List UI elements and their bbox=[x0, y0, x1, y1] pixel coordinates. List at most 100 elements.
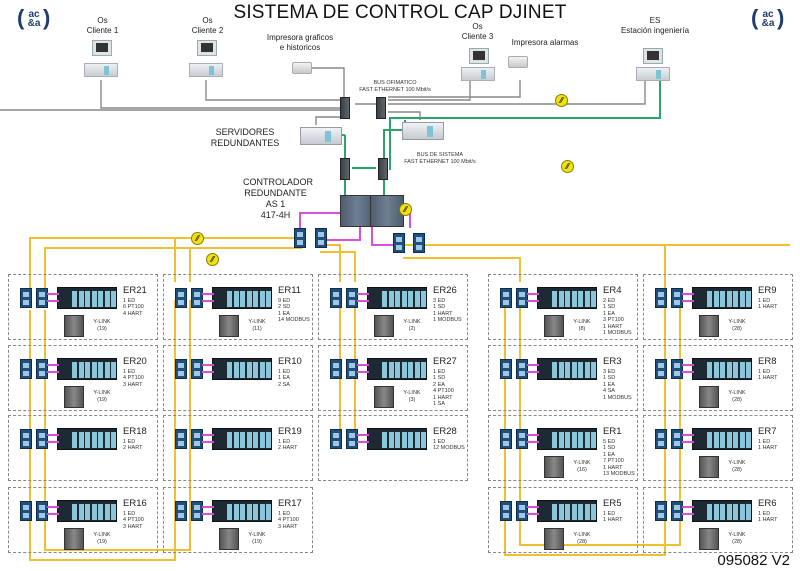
olm-module[interactable] bbox=[516, 288, 528, 308]
io-rack[interactable] bbox=[367, 358, 427, 380]
olm-module[interactable] bbox=[655, 288, 667, 308]
olm-module[interactable] bbox=[20, 288, 32, 308]
olm-module[interactable] bbox=[346, 429, 358, 449]
olm-module[interactable] bbox=[294, 228, 306, 248]
olm-module[interactable] bbox=[655, 359, 667, 379]
io-rack[interactable] bbox=[57, 287, 117, 309]
io-rack[interactable] bbox=[212, 428, 272, 450]
olm-module[interactable] bbox=[516, 359, 528, 379]
switch-sistema-2[interactable] bbox=[378, 158, 388, 180]
olm-module[interactable] bbox=[500, 501, 512, 521]
workstation-es[interactable] bbox=[636, 67, 670, 81]
olm-module[interactable] bbox=[671, 288, 683, 308]
olm-module[interactable] bbox=[516, 429, 528, 449]
workstation-os2[interactable] bbox=[189, 63, 223, 77]
y-link-coupler[interactable] bbox=[64, 315, 84, 337]
olm-module[interactable] bbox=[191, 359, 203, 379]
io-rack[interactable] bbox=[692, 287, 752, 309]
io-rack[interactable] bbox=[57, 358, 117, 380]
olm-module[interactable] bbox=[20, 359, 32, 379]
olm-module[interactable] bbox=[36, 429, 48, 449]
switch-ofimatico-2[interactable] bbox=[376, 97, 386, 119]
olm-module[interactable] bbox=[671, 501, 683, 521]
olm-module[interactable] bbox=[500, 288, 512, 308]
y-link-coupler[interactable] bbox=[699, 315, 719, 337]
io-rack[interactable] bbox=[212, 287, 272, 309]
printer-alarmas[interactable] bbox=[508, 56, 528, 68]
workstation-os1[interactable] bbox=[84, 63, 118, 77]
olm-module[interactable] bbox=[330, 288, 342, 308]
y-link-coupler[interactable] bbox=[699, 386, 719, 408]
server-2[interactable] bbox=[402, 122, 444, 140]
olm-module[interactable] bbox=[175, 429, 187, 449]
switch-sistema-1[interactable] bbox=[340, 158, 350, 180]
io-rack[interactable] bbox=[367, 428, 427, 450]
y-link-coupler[interactable] bbox=[544, 315, 564, 337]
olm-module[interactable] bbox=[315, 228, 327, 248]
io-rack[interactable] bbox=[692, 428, 752, 450]
olm-module[interactable] bbox=[20, 429, 32, 449]
olm-module[interactable] bbox=[500, 429, 512, 449]
io-rack[interactable] bbox=[57, 500, 117, 522]
olm-module[interactable] bbox=[175, 359, 187, 379]
olm-module[interactable] bbox=[346, 359, 358, 379]
olm-module[interactable] bbox=[671, 429, 683, 449]
io-rack[interactable] bbox=[537, 358, 597, 380]
olm-module[interactable] bbox=[330, 429, 342, 449]
io-rack[interactable] bbox=[212, 500, 272, 522]
switch-ofimatico-1[interactable] bbox=[340, 97, 350, 119]
controller-cpu-1[interactable] bbox=[340, 195, 374, 227]
io-rack[interactable] bbox=[692, 500, 752, 522]
y-link-coupler[interactable] bbox=[544, 528, 564, 550]
olm-module[interactable] bbox=[346, 288, 358, 308]
olm-module[interactable] bbox=[516, 501, 528, 521]
olm-module[interactable] bbox=[191, 501, 203, 521]
olm-module[interactable] bbox=[655, 429, 667, 449]
y-link-coupler[interactable] bbox=[544, 456, 564, 478]
olm-module[interactable] bbox=[175, 501, 187, 521]
olm-module[interactable] bbox=[413, 233, 425, 253]
workstation-os3[interactable] bbox=[461, 67, 495, 81]
y-link-coupler[interactable] bbox=[219, 315, 239, 337]
server-1[interactable] bbox=[300, 127, 342, 145]
io-rack[interactable] bbox=[212, 358, 272, 380]
y-link-coupler[interactable] bbox=[699, 456, 719, 478]
io-rack[interactable] bbox=[367, 287, 427, 309]
olm-module[interactable] bbox=[655, 501, 667, 521]
y-link-coupler[interactable] bbox=[64, 528, 84, 550]
controller-cpu-2[interactable] bbox=[370, 195, 404, 227]
olm-module[interactable] bbox=[671, 359, 683, 379]
olm-module[interactable] bbox=[500, 359, 512, 379]
io-rack[interactable] bbox=[692, 358, 752, 380]
olm-module[interactable] bbox=[191, 429, 203, 449]
y-link-coupler[interactable] bbox=[219, 528, 239, 550]
y-link-coupler[interactable] bbox=[64, 386, 84, 408]
y-link-coupler[interactable] bbox=[374, 315, 394, 337]
olm-module[interactable] bbox=[20, 501, 32, 521]
io-rack[interactable] bbox=[537, 428, 597, 450]
io-rack[interactable] bbox=[57, 428, 117, 450]
y-link-coupler[interactable] bbox=[374, 386, 394, 408]
y-link-coupler[interactable] bbox=[699, 528, 719, 550]
olm-module[interactable] bbox=[330, 359, 342, 379]
io-rack[interactable] bbox=[537, 500, 597, 522]
io-rack[interactable] bbox=[537, 287, 597, 309]
olm-module[interactable] bbox=[175, 288, 187, 308]
